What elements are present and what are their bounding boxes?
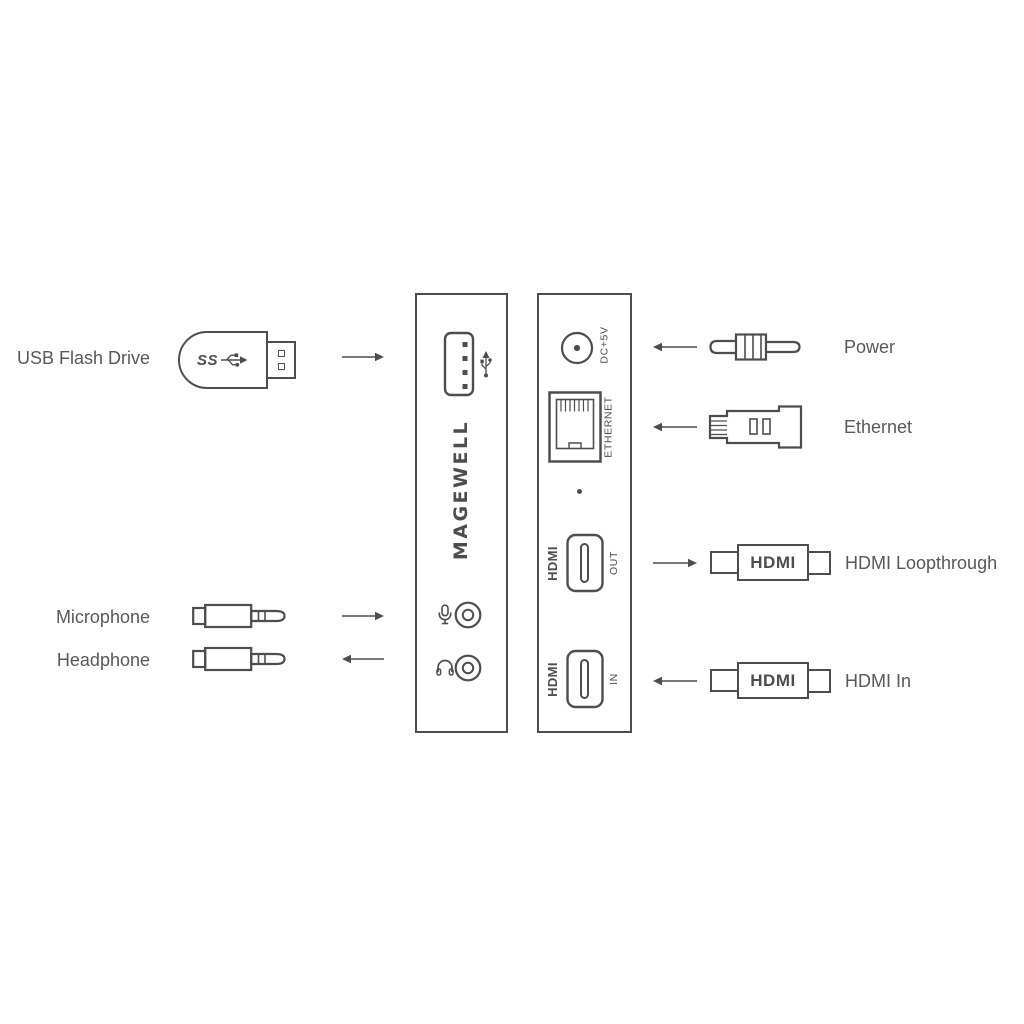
hdmi-loopthrough-label: HDMI Loopthrough [845,553,998,573]
usb-drive-connector [268,341,296,379]
ethernet-connector-icon [708,405,803,449]
usb-superspeed-text: SS [196,351,218,369]
ethernet-port-label: ETHERNET [603,396,616,458]
hdmi-connector-body: HDMI [737,544,809,581]
microphone-plug-icon [192,603,286,629]
hdmi-in-port-label: IN [607,673,620,685]
hdmi-connector-tip [710,551,737,574]
arrow-device-to-headphone-icon [342,654,384,664]
arrow-ethernet-to-device-icon [653,422,697,432]
usb-trident-icon [221,353,248,367]
microphone-jack-icon [454,601,482,629]
hdmi-out-port-icon [566,533,604,593]
hdmi-in-label: HDMI In [845,671,912,691]
hdmi-connector-text: HDMI [750,670,796,690]
brand-logo: MAGEWELL [417,400,506,580]
arrow-mic-to-device-icon [342,611,384,621]
usb-connector-hole [277,363,285,370]
usb-connector-hole [277,350,285,357]
usb-port-icon [443,331,475,397]
usb-flash-drive-icon: SS [178,331,296,389]
power-connector-icon [709,333,801,361]
hdmi-connector-body: HDMI [737,662,809,699]
hdmi-out-port-label: OUT [608,551,620,575]
power-label: Power [844,337,896,357]
arrow-power-to-device-icon [653,342,697,352]
hdmi-in-hdmi-label: HDMI [544,661,560,697]
arrow-device-to-loopthrough-icon [653,558,697,568]
usb-drive-body: SS [178,331,268,389]
device-left-panel: MAGEWELL [415,293,508,733]
usb-flash-drive-label: USB Flash Drive [16,348,150,368]
headphone-jack-icon [454,654,482,682]
headphone-icon [436,659,454,676]
dc-power-port-label: DC+5V [599,326,612,364]
ethernet-port-icon [548,391,602,463]
hdmi-in-connector-icon: HDMI [710,662,831,699]
usb-symbol-icon [480,351,492,378]
hdmi-connector-cable [809,550,831,575]
hdmi-connector-text: HDMI [750,552,796,572]
headphone-plug-icon [192,646,286,672]
status-led-dot [577,489,582,494]
headphone-label: Headphone [56,650,150,670]
arrow-hdmi-in-to-device-icon [653,676,697,686]
hdmi-in-port-icon [566,649,604,709]
hdmi-loopthrough-connector-icon: HDMI [710,544,831,581]
dc-power-jack-icon [560,331,594,365]
device-rear-panel: DC+5V ETHERNET HDMI OUT [537,293,632,733]
microphone-label: Microphone [55,607,150,627]
brand-logo-text: MAGEWELL [450,419,473,561]
hdmi-connector-cable [809,668,831,693]
hdmi-out-hdmi-label: HDMI [544,545,560,581]
arrow-usb-to-device-icon [342,352,384,362]
hdmi-connector-tip [710,669,737,692]
ethernet-label: Ethernet [844,417,913,437]
microphone-icon [438,604,452,625]
